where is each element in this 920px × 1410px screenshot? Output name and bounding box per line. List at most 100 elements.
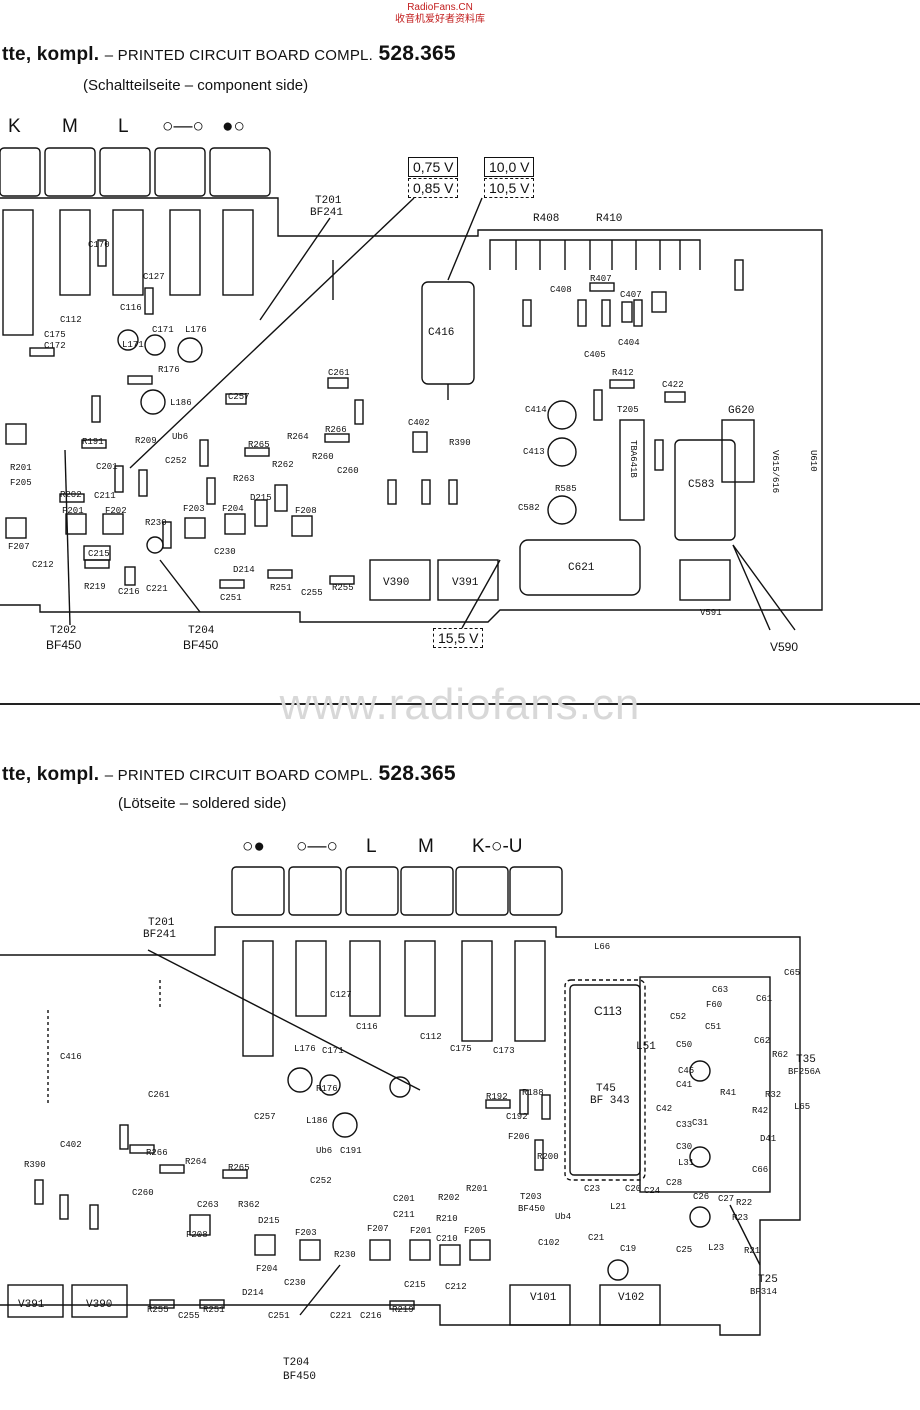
bottom-label-c216: C216 (360, 1311, 382, 1321)
bottom-label-c210: C210 (436, 1234, 458, 1244)
top-label-r260: R260 (312, 452, 334, 462)
top-label-r264: R264 (287, 432, 309, 442)
bottom-label-f60: F60 (706, 1000, 723, 1010)
top-t201-type: BF241 (310, 207, 344, 219)
bottom-label-c257: C257 (254, 1112, 276, 1122)
top-label-r408: R408 (533, 213, 560, 225)
voltage-box-075: 0,75 V (408, 157, 459, 177)
top-label-c422: C422 (662, 380, 684, 390)
top-label-r176: R176 (158, 365, 180, 375)
bottom-label-c201: C201 (393, 1194, 415, 1204)
bottom-label-r251: R251 (203, 1305, 225, 1315)
top-label-c255: C255 (301, 588, 323, 598)
top-label-r585: R585 (555, 484, 577, 494)
bottom-label-l23: L23 (708, 1243, 725, 1253)
top-label-l171: L171 (122, 340, 144, 350)
top-label-c252: C252 (165, 456, 187, 466)
bottom-label-r22: R22 (736, 1198, 753, 1208)
bottom-title-caps: – PRINTED CIRCUIT BOARD COMPL. (104, 767, 373, 784)
top-label-c408: C408 (550, 285, 572, 295)
bottom-label-r41: R41 (720, 1088, 737, 1098)
bottom-label-d41: D41 (760, 1134, 777, 1144)
bottom-label-c66: C66 (752, 1165, 769, 1175)
bottom-label-v101: V101 (530, 1292, 557, 1304)
bottom-label-f203: F203 (295, 1228, 317, 1238)
bottom-t203-ref: T203 (520, 1192, 542, 1202)
top-label-f203: F203 (183, 504, 205, 514)
bottom-label-l21: L21 (610, 1202, 627, 1212)
bottom-t201-type: BF241 (143, 929, 177, 941)
top-title-prefix: tte, kompl. (2, 44, 100, 65)
bottom-label-c21: C21 (588, 1233, 605, 1243)
top-label-c413: C413 (523, 447, 545, 457)
top-label-r209: R209 (135, 436, 157, 446)
top-label-c407: C407 (620, 290, 642, 300)
voltage-box-155: 15,5 V (433, 628, 484, 648)
top-label-f201: F201 (62, 506, 84, 516)
bottom-label-r210: R210 (436, 1214, 458, 1224)
top-label-r191: R191 (82, 437, 104, 447)
bottom-label-c175: C175 (450, 1044, 472, 1054)
top-label-c175: C175 (44, 330, 66, 340)
bottom-label-c25: C25 (676, 1245, 693, 1255)
watermark-line2: 收音机爱好者资料库 (395, 14, 485, 25)
top-label-c221: C221 (146, 584, 168, 594)
top-label-c170: C170 (88, 240, 110, 250)
bottom-label-r62: R62 (772, 1050, 789, 1060)
bottom-label-c50: C50 (676, 1040, 693, 1050)
bottom-label-l176: L176 (294, 1044, 316, 1054)
bottom-t35-ref: T35 (796, 1054, 816, 1066)
bottom-title-prefix: tte, kompl. (2, 764, 100, 785)
top-t204-ref: T204 (188, 625, 215, 637)
top-label-c116: C116 (120, 303, 142, 313)
bottom-label-c30: C30 (676, 1142, 693, 1152)
section-divider (0, 703, 920, 705)
bottom-label-r188: R188 (522, 1088, 544, 1098)
bottom-label-c27: C27 (718, 1194, 735, 1204)
bottom-button-label-ku: K-○-U (472, 836, 523, 857)
top-label-r262: R262 (272, 460, 294, 470)
top-label-v390: V390 (383, 577, 410, 589)
top-label-c621: C621 (568, 562, 595, 574)
top-title: tte, kompl. – PRINTED CIRCUIT BOARD COMP… (2, 42, 456, 66)
watermark-logo: RadioFans.CN 收音机爱好者资料库 (355, 2, 525, 26)
top-t205-type: TBA641B (628, 440, 638, 478)
bottom-label-c28: C28 (666, 1178, 683, 1188)
top-label-l176: L176 (185, 325, 207, 335)
bottom-label-l66: L66 (594, 942, 611, 952)
top-label-r219: R219 (84, 582, 106, 592)
bottom-title: tte, kompl. – PRINTED CIRCUIT BOARD COMP… (2, 762, 456, 786)
top-label-f204: F204 (222, 504, 244, 514)
bottom-part-number: 528.365 (378, 762, 456, 785)
bottom-label-c116: C116 (356, 1022, 378, 1032)
bottom-label-c402: C402 (60, 1140, 82, 1150)
bottom-label-c221: C221 (330, 1311, 352, 1321)
top-label-ub6: Ub6 (172, 432, 189, 442)
top-label-l186: L186 (170, 398, 192, 408)
bottom-label-r23: R23 (732, 1213, 749, 1223)
bottom-label-c41: C41 (676, 1080, 693, 1090)
top-label-c251: C251 (220, 593, 242, 603)
bottom-label-c263: C263 (197, 1200, 219, 1210)
top-label-v615: V615/616 (770, 450, 780, 494)
top-label-c261: C261 (328, 368, 350, 378)
top-subtitle: (Schaltteilseite – component side) (83, 77, 309, 94)
top-label-c212: C212 (32, 560, 54, 570)
bottom-label-c252: C252 (310, 1176, 332, 1186)
bottom-label-d214: D214 (242, 1288, 264, 1298)
top-part-number: 528.365 (378, 42, 456, 65)
top-label-c405: C405 (584, 350, 606, 360)
bottom-label-v390: V390 (86, 1299, 113, 1311)
bottom-label-c102: C102 (538, 1238, 560, 1248)
bottom-label-r265: R265 (228, 1163, 250, 1173)
bottom-button-label-link: ○—○ (296, 836, 338, 857)
bottom-label-ub4: Ub4 (555, 1212, 572, 1222)
top-label-c201: C201 (96, 462, 118, 472)
bottom-label-c62: C62 (754, 1036, 771, 1046)
bottom-label-r176: R176 (316, 1084, 338, 1094)
top-button-label-m: M (62, 116, 78, 137)
top-label-c583: C583 (688, 479, 715, 491)
top-t204-type: BF450 (183, 638, 219, 652)
top-label-c216: C216 (118, 587, 140, 597)
bottom-label-f206: F206 (508, 1132, 530, 1142)
